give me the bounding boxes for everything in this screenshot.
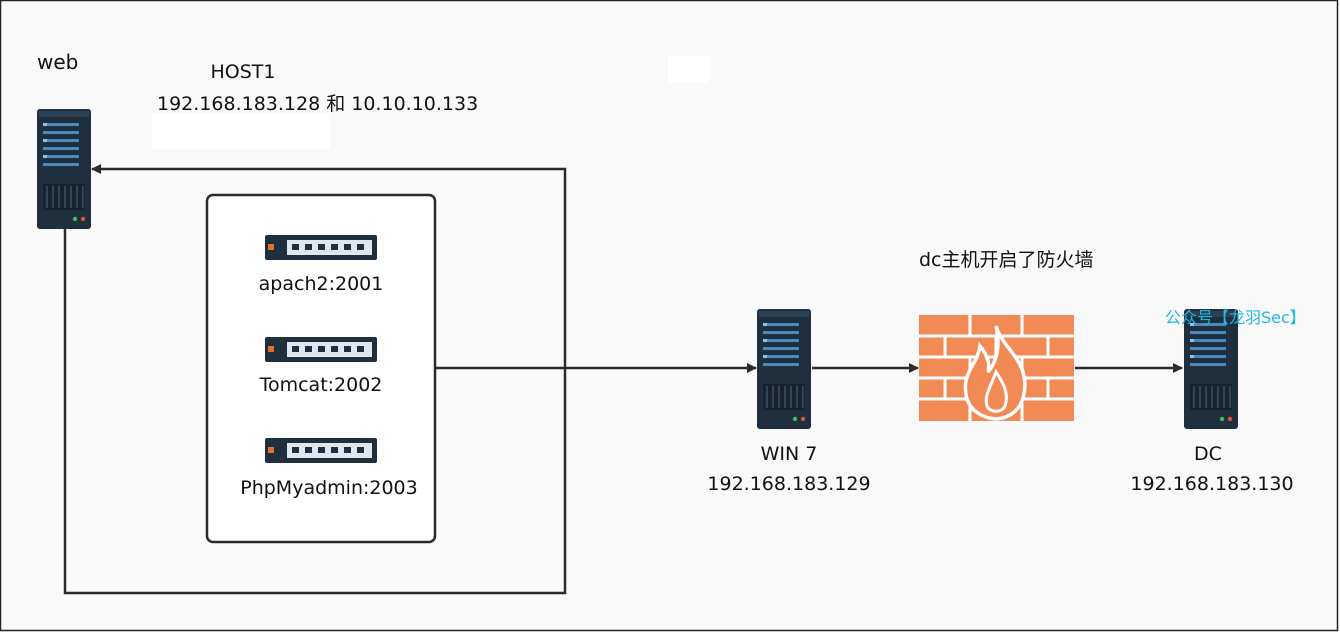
web-label: web	[37, 50, 79, 74]
firewall-note: dc主机开启了防火墙	[919, 249, 1094, 271]
network-switch-icon[interactable]	[265, 337, 377, 362]
dc-ip: 192.168.183.130	[1130, 473, 1294, 495]
dc-name: DC	[1194, 443, 1222, 465]
service-label: Tomcat:2002	[259, 374, 383, 396]
server-rack-icon[interactable]	[756, 308, 812, 430]
host1-services-box	[205, 193, 437, 544]
blank-patch	[152, 113, 330, 149]
network-switch-icon[interactable]	[265, 235, 377, 260]
web-loop-connector	[63, 164, 567, 595]
watermark-text: 公众号【龙羽Sec】	[1165, 308, 1306, 327]
firewall-icon[interactable]	[919, 315, 1074, 421]
win7-name: WIN 7	[760, 443, 818, 465]
service-label: apach2:2001	[258, 273, 384, 295]
network-switch-icon[interactable]	[265, 438, 377, 463]
win7-ip: 192.168.183.129	[707, 473, 871, 495]
host1-ip: 192.168.183.128 和 10.10.10.133	[157, 93, 479, 115]
blank-patch	[668, 56, 710, 83]
service-label: PhpMyadmin:2003	[240, 477, 418, 499]
host1-title: HOST1	[210, 61, 276, 83]
server-rack-icon[interactable]	[36, 108, 92, 230]
